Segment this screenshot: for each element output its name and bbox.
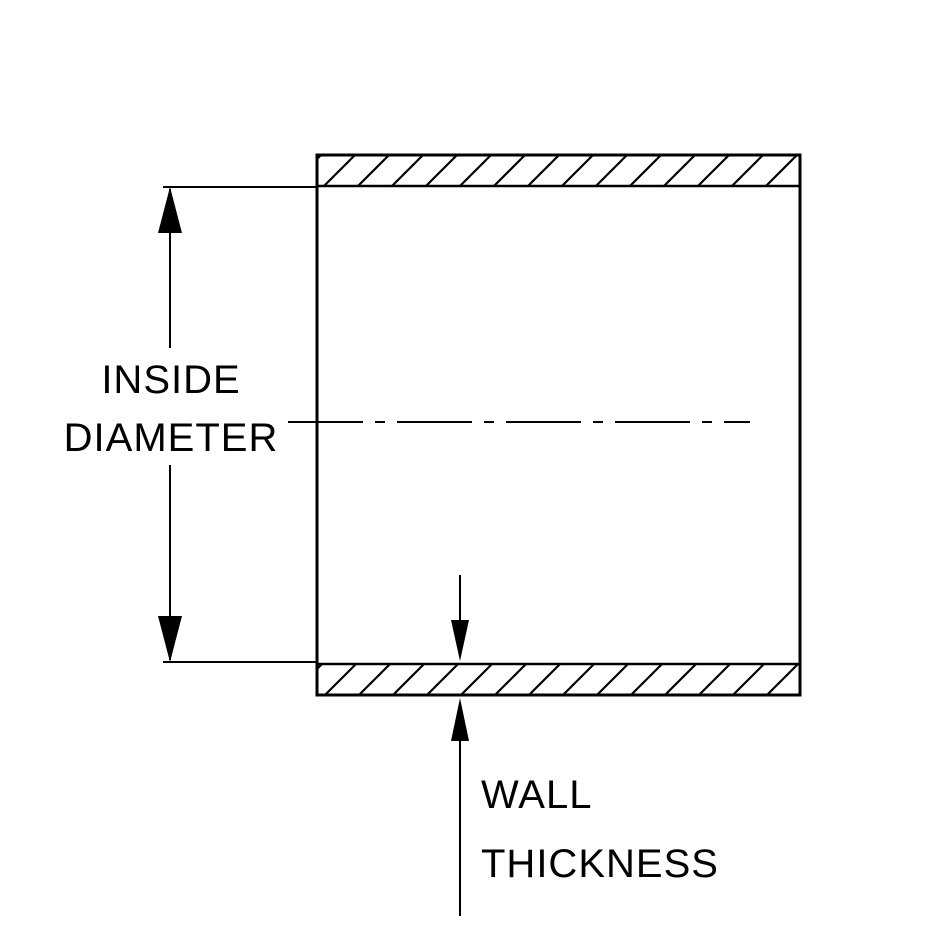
- wall-thickness-label-line2: THICKNESS: [481, 842, 719, 886]
- wall-thickness-arrow-up: [451, 698, 469, 741]
- bottom-wall-hatch: [315, 662, 802, 697]
- wall-thickness-arrow-down: [451, 620, 469, 661]
- inside-diameter-arrow-down: [158, 616, 182, 662]
- top-wall-hatch: [315, 153, 802, 188]
- inside-diameter-arrow-up: [158, 187, 182, 233]
- wall-thickness-label-line1: WALL: [481, 773, 592, 817]
- inside-diameter-label-line1: INSIDE: [101, 358, 240, 402]
- inside-diameter-label-line2: DIAMETER: [64, 416, 279, 460]
- hose-body-outline: [315, 153, 802, 697]
